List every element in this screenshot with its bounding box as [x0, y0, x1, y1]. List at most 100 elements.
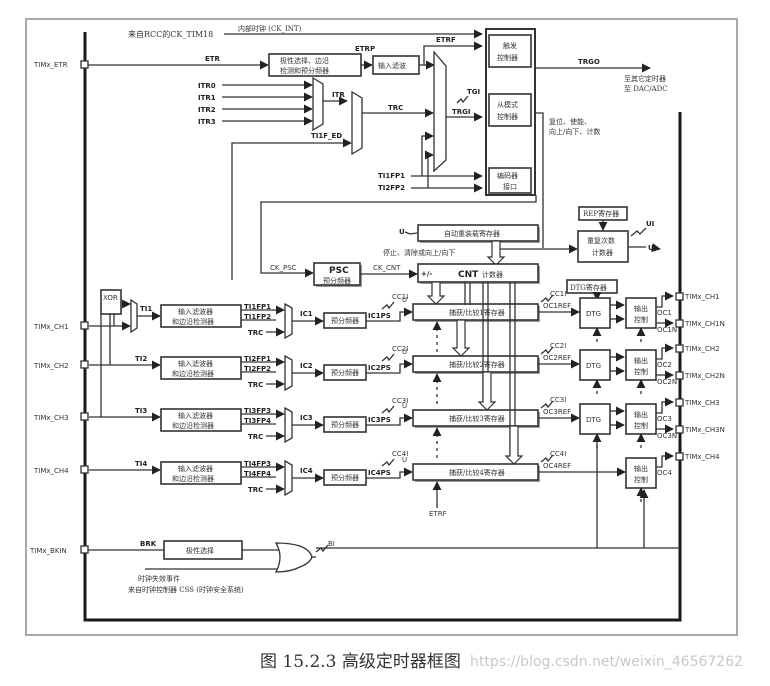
trc-label: TRC: [248, 486, 263, 494]
auto-reload-u: U: [399, 228, 405, 236]
auto-reload-u-squiggle: [404, 231, 418, 235]
output-ctrl-line1: 输出: [634, 304, 648, 313]
trgo-dest-line1: 至其它定时器: [624, 74, 666, 83]
bkin-pin[interactable]: [80, 545, 89, 554]
dtg-block: [579, 403, 611, 435]
trigger-controller-line1: 触发: [503, 41, 517, 50]
trc-label: TRC: [248, 381, 263, 389]
icps-label: IC2PS: [368, 364, 391, 372]
fp-a-label: TI2FP1: [244, 355, 271, 363]
brake-polarity-label: 极性选择: [186, 546, 214, 555]
trgo-label: TRGO: [578, 58, 600, 66]
ti1-mux: [130, 298, 138, 334]
prescaler-label: 预分频器: [331, 473, 359, 482]
fp-b-label: TI3FP4: [244, 417, 271, 425]
channel-input-pin[interactable]: [80, 465, 89, 474]
ccr-label: 捕获/比较3寄存器: [449, 414, 505, 423]
output-pin-label: TIMx_CH3: [684, 399, 720, 407]
cnt-sign: +/-: [421, 270, 432, 278]
ui-label: UI: [646, 220, 654, 228]
ck-cnt-label: CK_CNT: [373, 264, 401, 272]
repetition-counter: [577, 230, 629, 263]
output-ctrl-line1: 输出: [634, 356, 648, 365]
output-pin[interactable]: [675, 292, 684, 301]
fp-a-label: TI1FP1: [244, 303, 271, 311]
channel-2: TIMx_CH2TI2输入滤波器和边沿检测器TI2FP1TI2FP2TRCIC2…: [33, 342, 725, 404]
ti-label: TI4: [135, 460, 147, 468]
ocref-label: OC3REF: [543, 408, 571, 416]
auto-reload-label: 自动重装载寄存器: [444, 229, 500, 238]
ck-psc-loop: [260, 195, 537, 278]
ti-label: TI2: [135, 355, 147, 363]
cci-squiggle: [381, 458, 395, 467]
rep-u-label: U: [648, 244, 654, 252]
filter-line1: 输入滤波器: [178, 307, 213, 316]
output-pin-n[interactable]: [675, 319, 684, 328]
channel-pin-label: TIMx_CH2: [33, 362, 69, 370]
xor-label: XOR: [103, 294, 118, 302]
output-pin[interactable]: [675, 452, 684, 461]
ti1f-ed-wire: [231, 138, 352, 280]
auto-reload-register: [417, 224, 539, 242]
rep-counter-line2: 计数器: [592, 248, 613, 257]
oc-wire: [656, 451, 674, 468]
output-ctrl-line2: 控制: [634, 421, 648, 430]
oc-label: OC4: [657, 469, 672, 477]
input-filter-edge-detector: [160, 461, 242, 485]
etrp-label: ETRP: [355, 45, 375, 53]
cc-int-label: CC3I: [550, 396, 566, 404]
output-control: [625, 457, 657, 489]
icps-wire: [366, 307, 413, 322]
clock-fail-line2: 来自时钟控制器 CSS (时钟安全系统): [128, 585, 244, 594]
filter-line2: 和边沿检测器: [172, 369, 214, 378]
trgi-mux: [433, 50, 447, 173]
ti2fp2-label: TI2FP2: [378, 184, 405, 192]
ic-label: IC2: [300, 362, 313, 370]
ic-mux: [284, 406, 293, 444]
fp-b-label: TI1FP2: [244, 313, 271, 321]
oc-label: OC2: [657, 361, 672, 369]
ti1fp1-mux-wire: [421, 131, 434, 176]
output-pin-n[interactable]: [675, 425, 684, 434]
channel-input-pin[interactable]: [80, 412, 89, 421]
cnt-sub: 计数器: [482, 270, 503, 279]
etr-pin-label: TIMx_ETR: [33, 61, 68, 69]
etr-pin[interactable]: [80, 60, 89, 69]
output-ctrl-line1: 输出: [634, 464, 648, 473]
cc-int-squiggle: [540, 400, 554, 409]
output-pin-n[interactable]: [675, 371, 684, 380]
ocref-label: OC4REF: [543, 462, 571, 470]
output-pin-label: TIMx_CH2: [684, 345, 720, 353]
output-control: [625, 297, 657, 329]
output-pin[interactable]: [675, 398, 684, 407]
trc-mux: [351, 90, 363, 156]
ocref-label: OC1REF: [543, 302, 571, 310]
cc-int-squiggle: [540, 454, 554, 463]
encoder-interface: [488, 167, 532, 194]
xor-gate: [100, 289, 122, 315]
dtg-register-label: DTG寄存器: [570, 283, 607, 292]
cci-label: CC4I: [392, 450, 408, 458]
ic-mux: [284, 459, 293, 497]
figure-caption: 图 15.2.3 高级定时器框图: [260, 652, 461, 672]
etrf-label: ETRF: [436, 36, 456, 44]
etrf-wire: [419, 41, 483, 66]
ti-label: TI1: [140, 305, 152, 313]
icps-wire: [366, 467, 413, 479]
ic-label: IC1: [300, 310, 313, 318]
output-pin[interactable]: [675, 344, 684, 353]
ccr2-to-ccr3-arrow: [477, 371, 497, 411]
icps-label: IC3PS: [368, 416, 391, 424]
dtg-register: [566, 279, 618, 294]
cci-label: CC3I: [392, 397, 408, 405]
slave-action-line1: 复位、使能、: [549, 117, 591, 126]
dtg-label: DTG: [586, 362, 601, 370]
oc-wire: [656, 343, 674, 360]
prescaler-label: 预分频器: [331, 316, 359, 325]
bkin-pin-label: TIMx_BKIN: [29, 547, 67, 555]
channel-input-pin[interactable]: [80, 360, 89, 369]
channel-input-pin[interactable]: [80, 321, 89, 330]
ti1f-ed-label: TI1F_ED: [311, 132, 342, 140]
itr-label: ITR: [332, 91, 345, 99]
